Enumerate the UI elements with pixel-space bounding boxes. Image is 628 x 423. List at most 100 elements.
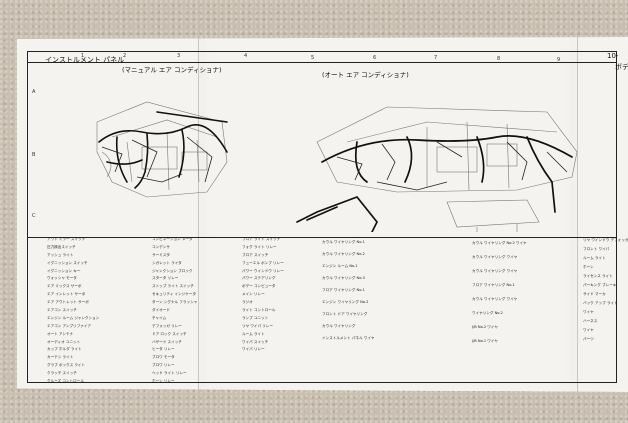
legend-item: ストップ ライト スイッチ [152, 284, 194, 289]
diagram-frame [27, 51, 617, 383]
legend-item: カウル ワイヤリング No.2 ワイヤ [472, 241, 527, 245]
row-letter: C [32, 213, 36, 219]
legend-item: フロア ワイヤリング No.1 [472, 283, 515, 287]
legend-item: アウト ミラー スイッチ [47, 237, 86, 241]
legend-item: イグニッション キー [47, 268, 81, 273]
grid-number: 4 [244, 53, 248, 59]
legend-item: パワー ステアリング [242, 276, 276, 281]
legend-item: リヤ ワイパ リレー [242, 323, 273, 328]
legend-item: エアコン スイッチ [47, 308, 77, 313]
legend-item: ヒータ リレー [152, 347, 175, 352]
legend-item: ワイヤリング No.2 [472, 311, 503, 315]
legend-item: ブロワ リレー [152, 363, 175, 368]
legend-item: コンビネーション メータ [152, 237, 193, 241]
legend-item: ホーン [583, 265, 594, 269]
edge-label: 10- [607, 52, 619, 60]
legend-item: ドア ロック スイッチ [152, 331, 187, 336]
legend-item: クルーズ コントロール [47, 379, 84, 384]
legend-item: サイド マーカ [583, 292, 606, 296]
legend-item: バック アップ ライト [583, 301, 618, 305]
legend-item: フロア ライト スイッチ [242, 237, 281, 241]
legend-item: ホーン リレー [152, 379, 175, 384]
legend-item: オート アンテナ [47, 331, 74, 336]
legend-item: エア インレット サーボ [47, 292, 86, 297]
legend-item: ハザード スイッチ [152, 339, 182, 344]
legend-item: ワイヤ [583, 328, 594, 332]
legend-item: カウル ワイヤリング ワイヤ [472, 255, 518, 259]
legend-item: ルーム ライト [242, 331, 265, 336]
legend-item: セキュリティ インジケータ [152, 292, 197, 297]
legend-column: リヤ ウインドウ デフォッガ フロント ワイパ ルーム ライト ホーン ライセン… [583, 236, 628, 344]
page-title: インストルメント パネル [45, 56, 125, 64]
fold-crease-left [198, 37, 199, 392]
legend-item: スタータ リレー [152, 276, 179, 281]
wiring-diagram-auto [296, 106, 578, 232]
row-letter: B [32, 152, 36, 158]
legend-item: イグニッション スイッチ [47, 260, 88, 265]
legend-item: カウル ワイヤリング [322, 324, 356, 328]
legend-item: エンジン ワイヤリング No.2 [322, 300, 369, 304]
grid-number: 1 [81, 53, 85, 59]
legend-item: エア ミックス サーボ [47, 284, 82, 289]
legend-item: シガレット ライタ [152, 260, 182, 265]
legend-item: パワー ウインドウ リレー [242, 268, 284, 273]
legend-item: ライト コントロール [242, 308, 276, 313]
legend-item: フロント ワイパ [583, 247, 610, 251]
legend-item: リヤ ウインドウ デフォッガ [583, 238, 628, 242]
legend-rule [28, 237, 616, 238]
fold-crease-right [577, 37, 578, 392]
row-letter: A [32, 89, 36, 95]
wiring-diagram-manual [96, 101, 228, 198]
legend-item: 圧力検出スイッチ [47, 244, 76, 249]
legend-column: コンビネーション メータ コンデンサ サーミスタ シガレット ライタ ジャンクシ… [152, 236, 197, 386]
grid-number: 5 [311, 55, 315, 61]
grid-number: 7 [434, 55, 438, 61]
legend-item: インストルメント パネル ワイヤ [322, 336, 375, 340]
legend-item: パーキング ブレーキ [583, 283, 617, 287]
legend-item: ヘッド ライト リレー [152, 371, 187, 376]
legend-item: ターン シグナル フラッシャ [152, 300, 198, 305]
legend-item: ダイオード [152, 308, 170, 313]
grid-number: 3 [177, 53, 181, 59]
legend-item: カウル ワイヤリング No.1 [322, 240, 365, 244]
legend-item: チャイム [152, 315, 167, 320]
legend-item: エンジン ルーム No.1 [322, 264, 358, 268]
grid-number: 8 [497, 56, 501, 62]
legend-item: フューエル ポンプ リレー [242, 260, 284, 265]
legend-item: ランプ ユニット [242, 315, 269, 320]
legend-item: カウル ワイヤリング No.3 [322, 276, 365, 280]
legend-item: グラブ ボックス ライト [47, 363, 86, 368]
legend-item: エンジン ルーム ジャンクション [47, 315, 100, 320]
legend-item: フロント ドア ワイヤリング [322, 312, 368, 316]
legend-item: デフォッガ リレー [152, 323, 182, 328]
legend-item: ラジオ [242, 300, 253, 305]
grid-number: 2 [123, 53, 127, 59]
legend-column: カウル ワイヤリング No.2 ワイヤ カウル ワイヤリング ワイヤ カウル ワ… [472, 236, 527, 348]
edge-label-2: ボデ [615, 63, 628, 71]
legend-item: エア アウトレット サーボ [47, 300, 89, 305]
legend-item: ハーネス [583, 319, 598, 323]
legend-item: ワイヤ [583, 310, 594, 314]
legend-item: カーテシ ライト [47, 355, 74, 360]
document-sheet: インストルメント パネル (マニュアル エア コンディショナ) (オート エア … [17, 37, 628, 392]
legend-item: アッシュ ライト [47, 252, 74, 257]
legend-column: カウル ワイヤリング No.1 カウル ワイヤリング No.2 エンジン ルーム… [322, 236, 374, 344]
legend-item: カウル ワイヤリング ワイヤ [472, 297, 518, 301]
legend-item: サーミスタ [152, 252, 170, 257]
legend-item: ブロワ モータ [152, 355, 175, 360]
legend-item: カウル ワイヤリング No.2 [322, 252, 365, 256]
legend-item: エアコン アンプリファイア [47, 323, 92, 328]
legend-item: オーディオ ユニット [47, 339, 81, 344]
legend-item: ボデー コンピュータ [242, 284, 276, 289]
legend-item: パーツ [583, 337, 594, 341]
legend-item: ウォッシャ モータ [47, 276, 77, 281]
legend-item: ワイパ リレー [242, 347, 265, 352]
legend-item: フォグ ライト リレー [242, 244, 277, 249]
diagram-label-manual: (マニュアル エア コンディショナ) [122, 66, 222, 74]
legend-item: カップ ホルダ ライト [47, 347, 82, 352]
legend-item: カウル ワイヤリング ワイヤ [472, 269, 518, 273]
legend-column: アウト ミラー スイッチ 圧力検出スイッチ アッシュ ライト イグニッション ス… [47, 236, 99, 386]
grid-number: 6 [373, 55, 377, 61]
legend-item: フロア ワイヤリング No.1 [322, 288, 365, 292]
header-rule [28, 62, 616, 63]
